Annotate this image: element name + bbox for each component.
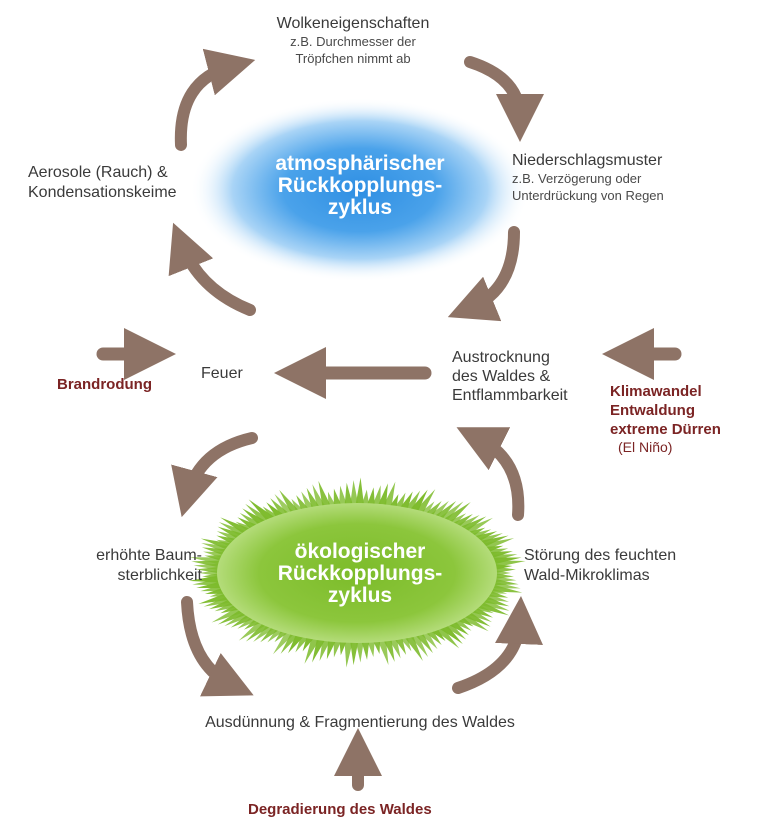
drying-line: Entflammbarkeit xyxy=(452,387,568,404)
degradation-driver: Degradierung des Waldes xyxy=(248,801,432,818)
aerosols-line: Aerosole (Rauch) & xyxy=(28,164,168,181)
el-nino-note: (El Niño) xyxy=(618,439,673,455)
arrow-precipitation-to-drying xyxy=(447,226,520,322)
climate-driver-line: extreme Dürren xyxy=(610,421,721,438)
ecological-title-line: zyklus xyxy=(327,584,393,607)
atmospheric-title-line: zyklus xyxy=(327,196,393,219)
precipitation-detail: z.B. Verzögerung oder xyxy=(512,171,642,186)
arrow-fire-to-mortality xyxy=(171,432,258,518)
drying-node: Austrocknung des Waldes & Entflammbarkei… xyxy=(452,348,602,405)
arrow-clouds-to-precipitation xyxy=(464,56,544,142)
ecological-title-line: ökologischer xyxy=(294,540,426,563)
precipitation-detail: Unterdrückung von Regen xyxy=(512,188,664,203)
aerosols-node: Aerosole (Rauch) & Kondensationskeime xyxy=(28,163,208,203)
mortality-node: erhöhte Baum- sterblichkeit xyxy=(20,546,202,586)
slash-burn-driver: Brandrodung xyxy=(57,376,152,393)
thinning-node: Ausdünnung & Fragmentierung des Waldes xyxy=(205,714,515,731)
aerosols-line: Kondensationskeime xyxy=(28,184,177,201)
ecological-title-line: Rückkopplungs- xyxy=(277,562,443,585)
microclimate-node: Störung des feuchten Wald-Mikroklimas xyxy=(524,546,744,586)
cloud-properties-detail: z.B. Durchmesser der xyxy=(290,34,416,49)
atmospheric-cycle-title: atmosphärischer Rückkopplungs- zyklus xyxy=(230,153,490,219)
cloud-properties-title: Wolkeneigenschaften xyxy=(276,15,430,32)
cloud-properties-node: Wolkeneigenschaften z.B. Durchmesser der… xyxy=(243,14,463,67)
arrow-aerosols-to-clouds xyxy=(174,48,256,151)
cloud-properties-detail: Tröpfchen nimmt ab xyxy=(295,51,411,66)
precipitation-title: Niederschlagsmuster xyxy=(512,152,663,169)
atmospheric-title-line: atmosphärischer xyxy=(275,152,445,175)
arrow-microclimate-to-drying xyxy=(456,427,525,521)
microclimate-line: Wald-Mikroklimas xyxy=(524,567,650,584)
mortality-line: erhöhte Baum- xyxy=(96,547,202,564)
arrow-fire-to-aerosols xyxy=(168,222,256,316)
atmospheric-cloud xyxy=(190,98,530,282)
arrow-thinning-to-microclimate xyxy=(452,596,543,694)
mortality-line: sterblichkeit xyxy=(117,567,202,584)
climate-driver-line: Klimawandel xyxy=(610,383,702,400)
atmospheric-title-line: Rückkopplungs- xyxy=(277,174,443,197)
ecological-cycle-title: ökologischer Rückkopplungs- zyklus xyxy=(230,541,490,607)
grass-spike xyxy=(344,635,355,668)
microclimate-line: Störung des feuchten xyxy=(524,547,677,564)
grass-spike xyxy=(354,477,365,511)
climate-drivers: Klimawandel Entwaldung extreme Dürren xyxy=(610,382,760,439)
drying-line: des Waldes & xyxy=(452,368,551,385)
drying-line: Austrocknung xyxy=(452,349,550,366)
climate-driver-line: Entwaldung xyxy=(610,402,695,419)
ecological-grass-blob xyxy=(188,477,526,668)
fire-node: Feuer xyxy=(201,365,243,382)
precipitation-node: Niederschlagsmuster z.B. Verzögerung ode… xyxy=(512,151,742,204)
arrow-mortality-to-thinning xyxy=(181,596,254,697)
